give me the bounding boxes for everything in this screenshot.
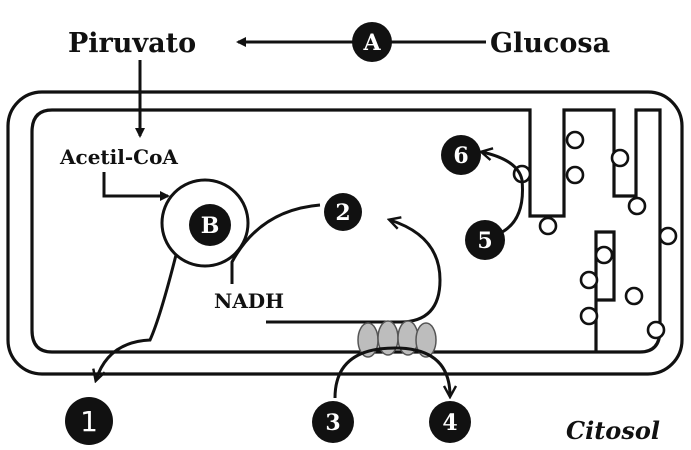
- svg-text:3: 3: [325, 410, 340, 436]
- svg-text:6: 6: [453, 143, 468, 169]
- electron-transport-complex: [357, 320, 437, 358]
- piruvato-label: Piruvato: [68, 28, 196, 59]
- nadh-to-2-arrow: [266, 220, 442, 324]
- citosol-label: Citosol: [566, 416, 660, 445]
- glucosa-label: Glucosa: [490, 28, 610, 59]
- b-to-1-arrow: [96, 254, 178, 380]
- cristae-particles: [512, 130, 678, 340]
- svg-text:B: B: [201, 213, 220, 239]
- badge-6: 6: [441, 135, 481, 175]
- outer-membrane: [6, 90, 684, 376]
- acetil-coa-label: Acetil-CoA: [59, 145, 178, 169]
- badge-5: 5: [465, 220, 505, 260]
- badge-b: B: [189, 204, 231, 246]
- nadh-connector: [230, 203, 321, 284]
- svg-text:1: 1: [80, 405, 98, 438]
- svg-text:2: 2: [335, 200, 350, 226]
- svg-text:A: A: [362, 30, 381, 56]
- acetil-coa-to-b-arrow: [102, 172, 170, 201]
- svg-text:4: 4: [442, 410, 457, 436]
- badge-a: A: [352, 22, 392, 62]
- badge-1: 1: [65, 397, 113, 445]
- inner-membrane: [30, 108, 662, 354]
- badge-3: 3: [312, 401, 354, 443]
- badge-4: 4: [429, 401, 471, 443]
- nadh-label: NADH: [214, 289, 284, 313]
- svg-text:5: 5: [477, 228, 492, 254]
- badge-2: 2: [324, 193, 362, 231]
- 3-to-4-arrow: [333, 346, 450, 398]
- 5-to-6-arrow: [482, 152, 524, 236]
